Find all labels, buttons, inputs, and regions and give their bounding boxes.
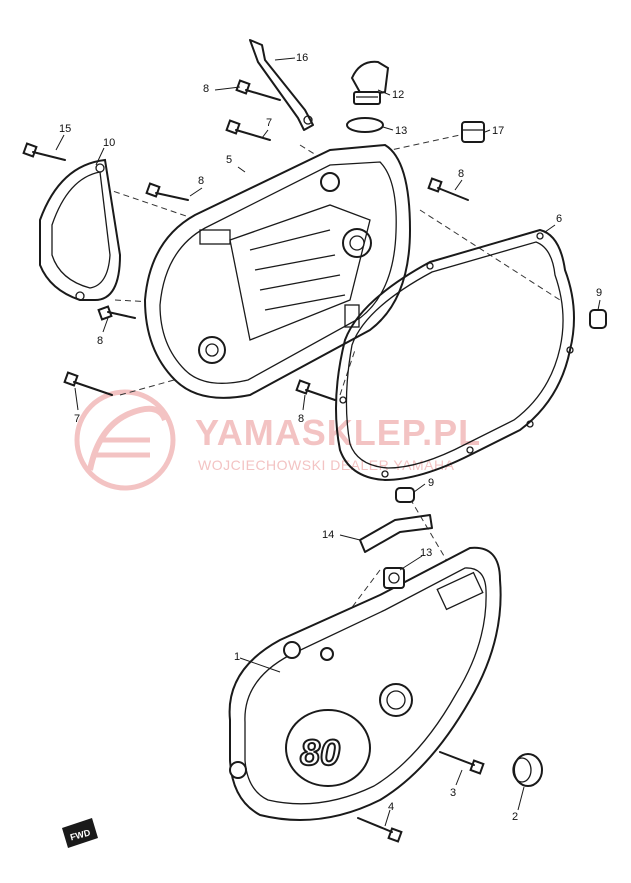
- part-1-outer-cover: 80: [228, 546, 502, 821]
- watermark-logo: [74, 389, 176, 491]
- bolt-4: [357, 817, 403, 843]
- callout-7-bottom: 7: [74, 413, 80, 425]
- part-9-dowel-lower: [395, 487, 415, 503]
- bolt-3: [439, 751, 485, 775]
- bolts: [22, 79, 485, 843]
- bolt-7-top: [225, 119, 271, 141]
- callout-8-bottom: 8: [298, 413, 304, 425]
- part-10-cover: [39, 158, 122, 301]
- watermark-subtitle: WOJCIECHOWSKI DEALER YAMAHA: [198, 457, 455, 473]
- part-12-filler-cap: [350, 60, 390, 105]
- callout-5: 5: [226, 154, 232, 166]
- bolt-8-bottom: [295, 379, 336, 401]
- bolt-11: [22, 142, 66, 161]
- bolt-7-bottom: [63, 371, 113, 396]
- cover-badge-text: 80: [300, 732, 340, 773]
- callout-4: 4: [388, 801, 394, 813]
- callout-8-right: 8: [458, 168, 464, 180]
- bolt-8-left: [145, 182, 189, 201]
- part-14-seal: [383, 567, 405, 589]
- callout-9-lower: 9: [428, 477, 434, 489]
- part-15-spindle: [359, 514, 433, 553]
- part-9-dowel-upper: [589, 309, 607, 329]
- callout-9-upper: 9: [596, 287, 602, 299]
- callout-14: 13: [420, 547, 432, 559]
- leader-lines: [55, 57, 601, 827]
- callout-17: 17: [492, 125, 504, 137]
- callout-16: 16: [296, 52, 308, 64]
- callout-15: 14: [322, 529, 334, 541]
- part-13-o-ring: [346, 117, 384, 133]
- bolt-8-top: [235, 79, 281, 101]
- callout-11: 15: [59, 123, 71, 135]
- callout-6: 6: [556, 213, 562, 225]
- callout-12: 12: [392, 89, 404, 101]
- callout-8-top: 8: [203, 83, 209, 95]
- callout-7-top: 7: [266, 117, 272, 129]
- callout-13: 13: [395, 125, 407, 137]
- callout-8-mid-left: 8: [97, 335, 103, 347]
- callout-2: 2: [512, 811, 518, 823]
- front-marker: FWD: [62, 818, 98, 848]
- part-16-bracket: [249, 39, 314, 131]
- callout-3: 3: [450, 787, 456, 799]
- watermark: YAMASKLEP.PL WOJCIECHOWSKI DEALER YAMAHA: [74, 389, 480, 491]
- callout-10: 10: [103, 137, 115, 149]
- part-5-crankcase-cover: [143, 143, 412, 399]
- part-17-plug: [461, 121, 485, 143]
- callout-1: 1: [234, 651, 240, 663]
- bolt-8-mid-left: [97, 305, 136, 321]
- callout-8-left: 8: [198, 175, 204, 187]
- part-6-gasket: [335, 229, 575, 481]
- callouts: 15 10 16 8 12 13 17 7 5 8 8 6 9 8 7 8 9 …: [59, 52, 602, 823]
- bolt-8-right: [427, 177, 469, 201]
- part-2-cap: [512, 753, 543, 787]
